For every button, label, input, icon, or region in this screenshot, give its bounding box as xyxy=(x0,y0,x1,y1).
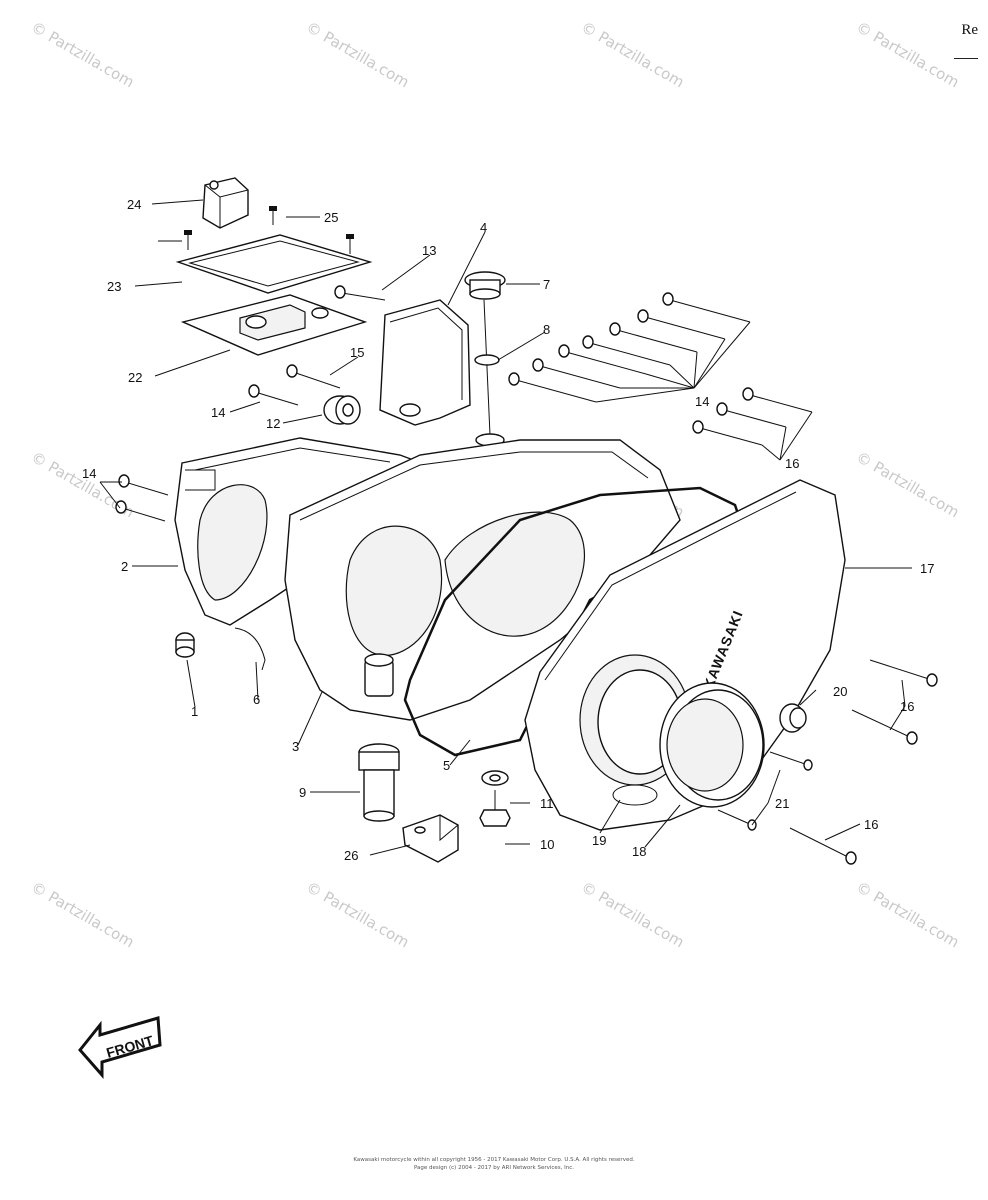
callout-23: 23 xyxy=(107,279,121,294)
footer-page-design: Page design (c) 2004 - 2017 by ARI Netwo… xyxy=(413,1165,575,1171)
callout-4: 4 xyxy=(480,220,487,235)
part-12-bearing xyxy=(323,395,361,425)
part-7-oil-cap xyxy=(464,271,506,436)
part-18-cap xyxy=(659,682,765,808)
watermark: © Partzilla.com xyxy=(578,18,687,91)
callout-9: 9 xyxy=(299,785,306,800)
watermark: © Partzilla.com xyxy=(28,878,137,951)
part-19-oring xyxy=(612,784,658,806)
leader-lines xyxy=(99,199,912,856)
part-26-clamp xyxy=(402,814,459,863)
callout-20: 20 xyxy=(833,684,847,699)
callout-25: 25 xyxy=(324,210,338,225)
watermark: © Partzilla.com xyxy=(853,448,962,521)
part-15-bolt xyxy=(286,364,341,389)
corner-rule xyxy=(954,58,978,59)
callout-18: 18 xyxy=(632,844,646,859)
callout-16: 16 xyxy=(900,699,914,714)
part-20-seal xyxy=(779,703,807,733)
callout-16: 16 xyxy=(785,456,799,471)
callout-15: 15 xyxy=(350,345,364,360)
part-11-washer xyxy=(481,770,509,786)
watermark: © Partzilla.com xyxy=(303,878,412,951)
callout-5: 5 xyxy=(443,758,450,773)
callout-3: 3 xyxy=(292,739,299,754)
front-arrow: FRONT xyxy=(78,1016,162,1079)
part-17-clutch-cover: KAWASAKI xyxy=(524,479,846,831)
callout-8: 8 xyxy=(543,322,550,337)
footer-copyright: Kawasaki motorcycle within all copyright… xyxy=(353,1157,635,1163)
part-23-gasket xyxy=(175,234,373,294)
part-14-bolt xyxy=(248,384,299,406)
part-22-plate xyxy=(180,294,368,356)
callout-22: 22 xyxy=(128,370,142,385)
watermark: © Partzilla.com xyxy=(853,878,962,951)
part-16-bolts-lower xyxy=(789,659,938,865)
callout-21: 21 xyxy=(775,796,789,811)
part-1-plug xyxy=(175,632,195,658)
callout-2: 2 xyxy=(121,559,128,574)
part-6-wire xyxy=(234,627,266,671)
callout-16: 16 xyxy=(864,817,878,832)
callout-14: 14 xyxy=(211,405,225,420)
part-4-cover xyxy=(379,299,471,426)
part-10-drain-plug xyxy=(479,790,511,827)
callouts: 24 25 23 22 13 4 7 8 15 14 12 14 16 14 2… xyxy=(82,197,934,863)
callout-10: 10 xyxy=(540,837,554,852)
callout-24: 24 xyxy=(127,197,141,212)
callout-19: 19 xyxy=(592,833,606,848)
part-3-crankcase xyxy=(284,439,681,721)
callout-12: 12 xyxy=(266,416,280,431)
callout-13: 13 xyxy=(422,243,436,258)
watermark: © Partzilla.com xyxy=(28,18,137,91)
watermark: © Partzilla.com xyxy=(578,878,687,951)
part-14-bolt-group xyxy=(508,292,751,403)
corner-text: Re xyxy=(961,22,978,38)
watermark: © Partzilla.com xyxy=(853,18,962,91)
callout-17: 17 xyxy=(920,561,934,576)
callout-14: 14 xyxy=(695,394,709,409)
callout-1: 1 xyxy=(191,704,198,719)
part-9-filter xyxy=(358,743,400,822)
part-14-bolts-left xyxy=(115,474,169,522)
callout-7: 7 xyxy=(543,277,550,292)
callout-14: 14 xyxy=(82,466,96,481)
callout-11: 11 xyxy=(540,796,554,811)
part-24-cap xyxy=(202,177,249,229)
part-16-bolt-group xyxy=(692,387,813,446)
callout-6: 6 xyxy=(253,692,260,707)
watermark: © Partzilla.com xyxy=(303,18,412,91)
part-13-bolt xyxy=(334,285,386,301)
callout-26: 26 xyxy=(344,848,358,863)
